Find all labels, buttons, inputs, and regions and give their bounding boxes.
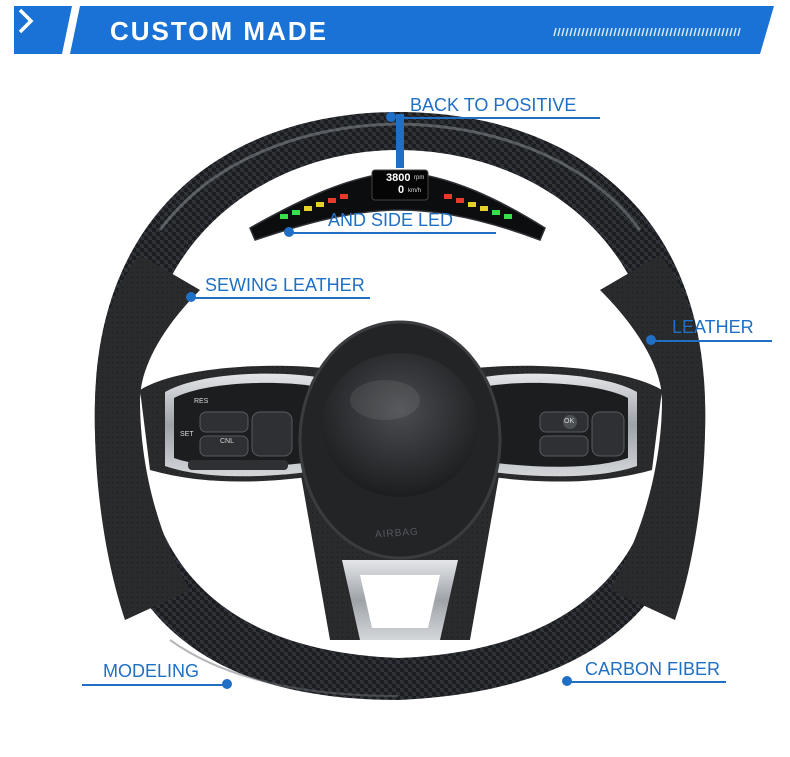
rpm-unit: rpm (414, 175, 425, 181)
callout-line-modeling (82, 684, 228, 686)
speed-readout: 0 (398, 184, 405, 196)
ok-button-label: OK (564, 418, 575, 425)
res-button-label: RES (194, 398, 209, 405)
callout-dot-and-side-led (284, 227, 294, 237)
callout-back-to-positive: BACK TO POSITIVE (410, 95, 577, 115)
callout-sewing-leather: SEWING LEATHER (205, 275, 365, 295)
banner-background (14, 6, 774, 54)
callout-line-back-to-positive (396, 117, 600, 119)
callout-and-side-led: AND SIDE LED (328, 210, 454, 230)
callout-line-sewing-leather (192, 297, 370, 299)
cnl-button-label: CNL (220, 438, 235, 445)
callout-line-leather (652, 340, 772, 342)
callout-line-and-side-led (290, 232, 496, 234)
callout-dot-sewing-leather (186, 292, 196, 302)
callout-line-carbon-fiber (568, 681, 726, 683)
callout-modeling: MODELING (103, 661, 200, 681)
callout-dot-back-to-positive (386, 112, 396, 122)
rpm-readout: 3800 (386, 172, 411, 184)
set-button-label: SET (180, 431, 194, 438)
chevron-right-icon (18, 8, 34, 34)
speed-unit: km/h (408, 188, 422, 194)
header-banner: CUSTOM MADE (14, 6, 774, 54)
callout-dot-carbon-fiber (562, 676, 572, 686)
callout-carbon-fiber: CARBON FIBER (585, 659, 721, 679)
callout-dot-modeling (222, 679, 232, 689)
callout-dot-leather (646, 335, 656, 345)
banner-title: CUSTOM MADE (110, 16, 328, 46)
callout-leather: LEATHER (672, 317, 754, 337)
